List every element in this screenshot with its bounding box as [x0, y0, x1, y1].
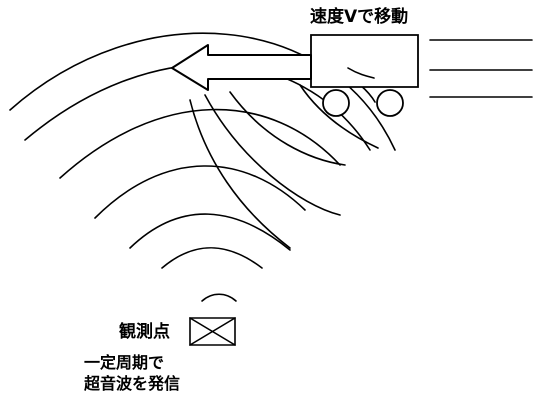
emission-note-line-2: 超音波を発信 [84, 374, 181, 393]
wavefront-arc-6 [162, 248, 262, 268]
observer-label: 観測点 [119, 322, 170, 342]
motion-lines [430, 40, 532, 97]
wavefront-arc-8 [190, 100, 290, 248]
wavefront-arc-1 [10, 33, 395, 150]
wavefront-arc-4 [95, 166, 305, 218]
wavefront-arc-9 [205, 95, 340, 215]
left-arrow-icon [172, 45, 311, 90]
wavefront-arc-7 [202, 294, 236, 301]
emission-note-line-1: 一定周期で [84, 353, 165, 372]
vehicle-inner-arc [348, 68, 374, 78]
motion-label: 速度Vで移動 [310, 7, 409, 27]
wavefront-arc-5 [130, 214, 290, 250]
wavefront-arc-10 [230, 92, 345, 165]
vehicle-wheel-front [323, 90, 349, 116]
observer-box-x-icon [190, 318, 235, 345]
vehicle-body [311, 35, 418, 87]
vehicle-wheel-rear [377, 90, 403, 116]
wavefront-arc-3 [60, 110, 340, 178]
wavefront-arc-11 [300, 85, 378, 148]
observer-box-diagonal-2 [190, 318, 235, 345]
